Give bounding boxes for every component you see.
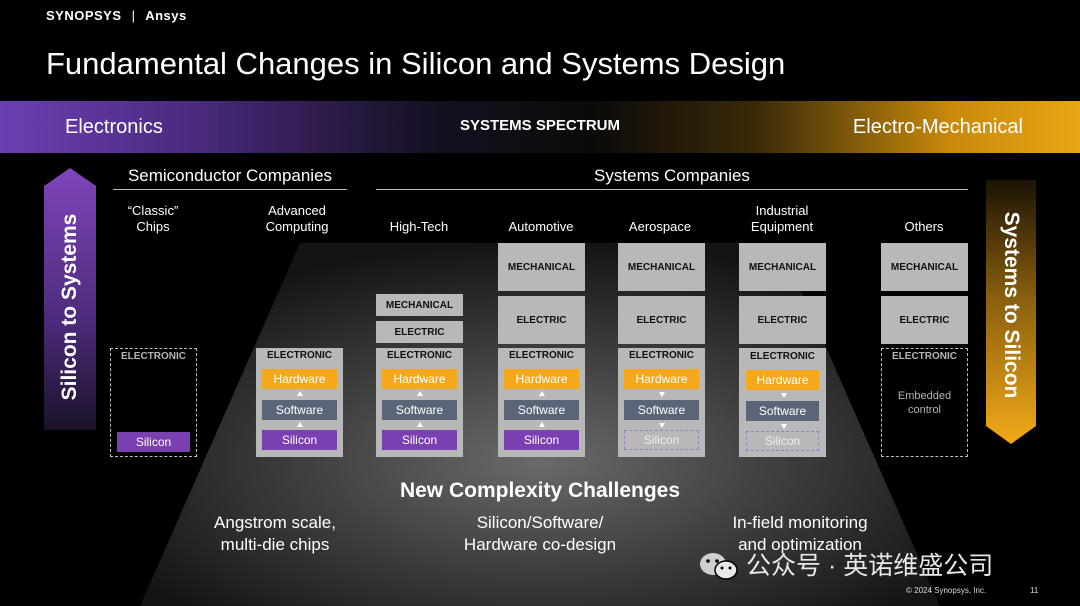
column-classic-line2: Chips [136,219,170,234]
logo-ansys: Ansys [145,8,187,23]
arrow-up-icon [539,391,545,396]
hardware-block: Hardware [262,369,337,389]
semiconductor-divider [113,189,347,190]
electric-block: ELECTRIC [881,296,968,344]
electronic-label: ELECTRONIC [509,350,574,361]
advanced-electronic-stack: ELECTRONIC Hardware Software Silicon [256,348,343,457]
silicon-block: Silicon [262,430,337,450]
column-high-tech: High-Tech [389,219,449,234]
challenge-codesign: Silicon/Software/ Hardware co-design [440,512,640,556]
software-block: Software [746,401,819,421]
column-classic-chips: “Classic” Chips [103,203,203,235]
electric-block: ELECTRIC [739,296,826,344]
challenge-1-line1: Angstrom scale, [214,513,336,532]
hardware-block: Hardware [504,369,579,389]
software-block: Software [504,400,579,420]
column-automotive: Automotive [508,219,574,234]
embedded-control-label: Embedded control [882,389,967,417]
column-industrial-equipment: Industrial Equipment [732,203,832,235]
embedded-line2: control [907,404,942,416]
arrow-up-icon [297,422,303,427]
mechanical-block: MECHANICAL [498,243,585,291]
challenge-monitoring: In-field monitoring and optimization [700,512,900,556]
column-advanced-line1: Advanced [268,203,326,218]
challenge-3-line1: In-field monitoring [732,513,868,532]
hightech-electronic-stack: ELECTRONIC Hardware Software Silicon [376,348,463,457]
silicon-to-systems-arrow [44,168,96,430]
arrow-up-icon [539,422,545,427]
mechanical-block: MECHANICAL [376,294,463,316]
software-block: Software [382,400,457,420]
hardware-block: Hardware [624,369,699,389]
electronic-label: ELECTRONIC [750,351,815,362]
silicon-block: Silicon [382,430,457,450]
systems-companies-label: Systems Companies [594,166,750,185]
electronic-label: ELECTRONIC [267,350,332,361]
electronic-label: ELECTRONIC [892,351,957,362]
others-electronic-stack: ELECTRONIC Embedded control [881,348,968,457]
column-others: Others [904,219,944,234]
challenges-title: New Complexity Challenges [399,479,681,502]
silicon-ghost-block: Silicon [746,431,819,451]
arrow-up-icon [417,422,423,427]
systems-to-silicon-label: Systems to Silicon [1000,211,1023,399]
logo-separator: | [131,8,136,23]
arrow-down-icon [659,423,665,428]
mechanical-block: MECHANICAL [739,243,826,291]
electronic-label: ELECTRONIC [387,350,452,361]
software-block: Software [262,400,337,420]
challenge-angstrom: Angstrom scale, multi-die chips [175,512,375,556]
silicon-to-systems-label: Silicon to Systems [58,213,81,401]
spectrum-left-label: Electronics [65,116,163,138]
systems-to-silicon-arrow [986,180,1036,444]
challenge-2-line2: Hardware co-design [463,535,617,554]
logo-synopsys: SYNOPSYS [46,8,122,23]
software-block: Software [624,400,699,420]
electric-block: ELECTRIC [498,296,585,344]
embedded-line1: Embedded [897,390,952,402]
wechat-icon [700,553,738,580]
column-advanced-computing: Advanced Computing [247,203,347,235]
spectrum-right-label: Electro-Mechanical [852,116,1023,138]
automotive-electronic-stack: ELECTRONIC Hardware Software Silicon [498,348,585,457]
silicon-block: Silicon [117,432,190,452]
hardware-block: Hardware [746,370,819,390]
column-advanced-line2: Computing [265,219,329,234]
watermark-text: 公众号 · 英诺维盛公司 [746,552,994,580]
column-industrial-line1: Industrial [755,203,809,218]
page-number: 11 [1030,586,1039,595]
classic-electronic-stack: ELECTRONIC Silicon [110,348,197,457]
hardware-block: Hardware [382,369,457,389]
challenge-1-line2: multi-die chips [220,535,330,554]
electric-block: ELECTRIC [618,296,705,344]
spectrum-title: SYSTEMS SPECTRUM [459,117,621,134]
silicon-block: Silicon [504,430,579,450]
column-industrial-line2: Equipment [750,219,814,234]
company-logo: SYNOPSYS | Ansys [46,8,187,23]
arrow-down-icon [659,392,665,397]
column-classic-line1: “Classic” [127,203,179,218]
arrow-up-icon [417,391,423,396]
arrow-up-icon [297,391,303,396]
electronic-label: ELECTRONIC [629,350,694,361]
mechanical-block: MECHANICAL [618,243,705,291]
copyright-text: © 2024 Synopsys, Inc. [906,586,987,595]
systems-divider [376,189,968,190]
electric-block: ELECTRIC [376,321,463,343]
systems-spectrum-band [0,101,1080,153]
silicon-ghost-block: Silicon [624,430,699,450]
arrow-down-icon [781,393,787,398]
electronic-label: ELECTRONIC [121,351,186,362]
aerospace-electronic-stack: ELECTRONIC Hardware Software Silicon [618,348,705,457]
column-aerospace: Aerospace [628,219,692,234]
industrial-electronic-stack: ELECTRONIC Hardware Software Silicon [739,348,826,457]
semiconductor-companies-label: Semiconductor Companies [127,166,333,185]
challenge-2-line1: Silicon/Software/ [476,513,604,532]
slide-title: Fundamental Changes in Silicon and Syste… [46,46,786,81]
challenge-3-line2: and optimization [738,535,862,554]
arrow-down-icon [781,424,787,429]
mechanical-block: MECHANICAL [881,243,968,291]
